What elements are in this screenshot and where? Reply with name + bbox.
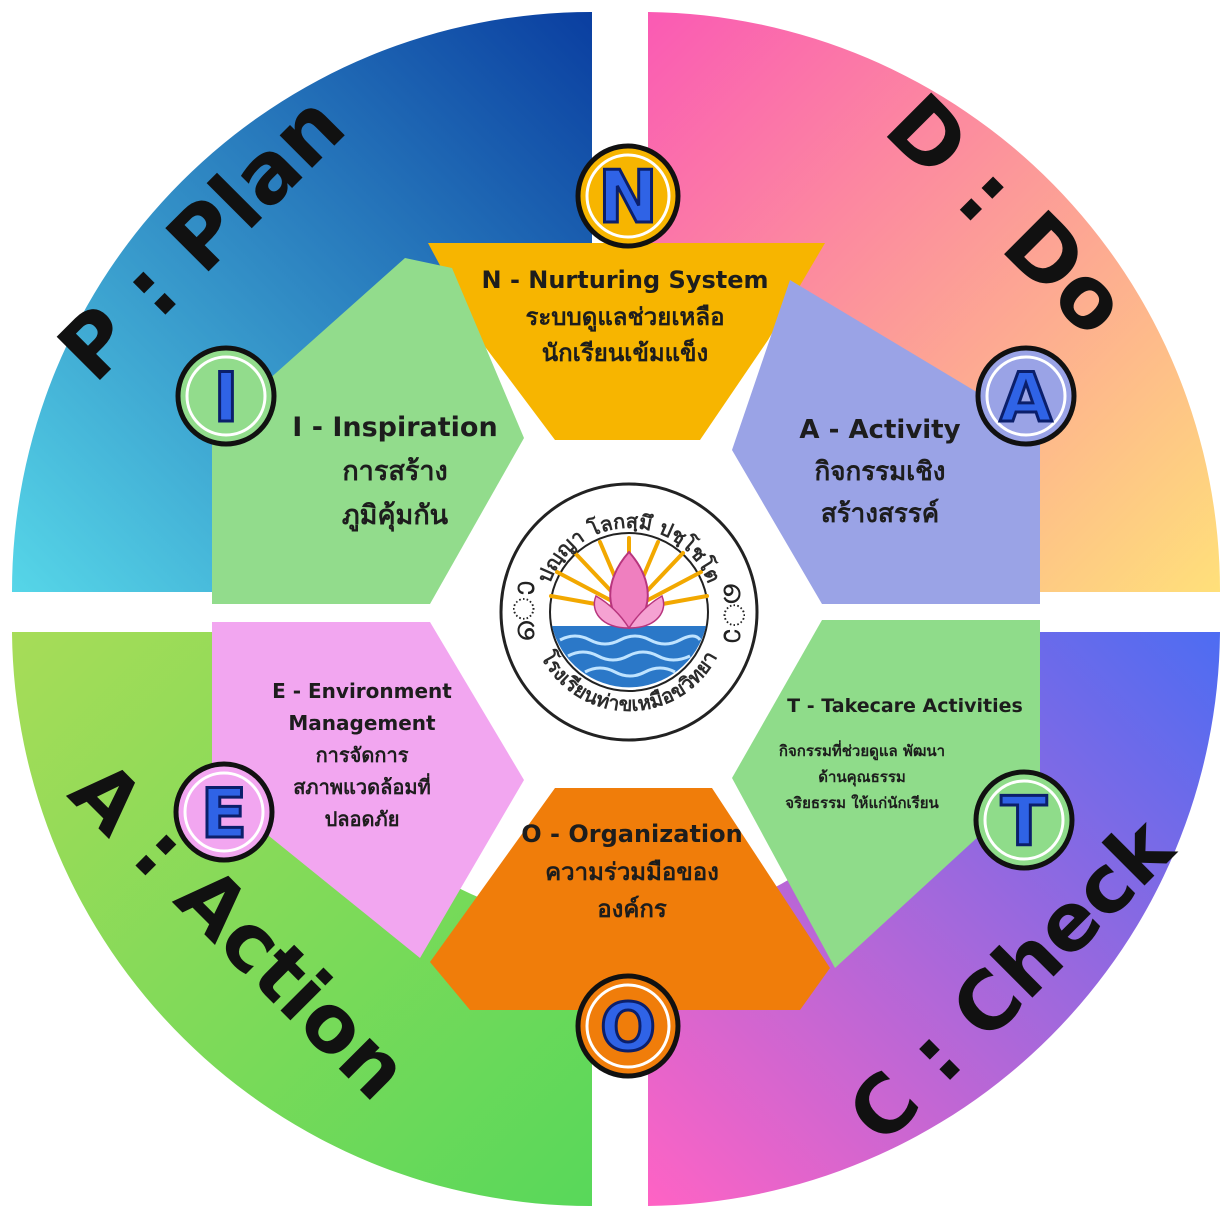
badge-e: E (173, 761, 275, 863)
segment-i-line1: การสร้าง (342, 456, 447, 487)
segment-a-title: A - Activity (799, 415, 960, 445)
segment-n-line1: ระบบดูแลช่วยเหลือ (526, 303, 725, 332)
badge-a-letter: A (1000, 359, 1053, 438)
segment-t-line2: ด้านคุณธรรม (818, 768, 906, 787)
segment-o (430, 788, 830, 1010)
quadrant-do (648, 12, 1220, 592)
badge-n-letter: N (598, 155, 658, 239)
badge-i-letter: I (213, 359, 238, 438)
segment-t-line1: กิจกรรมที่ช่วยดูแล พัฒนา (779, 740, 945, 761)
segment-e-line1: การจัดการ (316, 743, 409, 767)
segment-t (732, 620, 1040, 968)
quadrant-plan (11, 11, 592, 592)
segment-a-line1: กิจกรรมเชิง (814, 457, 945, 487)
segment-e-line3: ปลอดภัย (325, 807, 400, 831)
segment-e-title2: Management (288, 711, 436, 735)
segment-e (212, 622, 524, 958)
segment-e-title: E - Environment (272, 679, 452, 703)
badge-t-letter: T (1001, 783, 1048, 862)
segment-t-title: T - Takecare Activities (787, 695, 1023, 717)
svg-text:ൊ: ൊ (507, 581, 542, 642)
badge-o-letter: O (600, 989, 656, 1066)
segment-i-line2: ภูมิคุ้มกัน (342, 500, 449, 532)
segment-e-line2: สภาพแวดล้อมที่ (293, 772, 431, 799)
badge-t: T (973, 769, 1075, 871)
segment-a-line2: สร้างสรรค์ (821, 498, 939, 529)
badge-n: N (575, 143, 681, 249)
segment-n-line2: นักเรียนเข้มแข็ง (542, 338, 709, 367)
quadrant-check (648, 632, 1220, 1206)
badge-i: I (175, 345, 277, 447)
segment-i-title: I - Inspiration (292, 412, 497, 443)
badge-a: A (975, 345, 1077, 447)
segment-o-line2: องค์กร (597, 895, 667, 923)
badge-e-letter: E (201, 775, 247, 854)
school-logo: ൊ ൊ ปญฺญา โลกสฺมึ ปชฺโชโต โรงเรียนท่าขเห… (499, 482, 759, 742)
segment-n (428, 243, 825, 440)
segment-n-title: N - Nurturing System (482, 266, 769, 294)
segment-a (732, 280, 1040, 604)
segment-o-title: O - Organization (521, 820, 742, 848)
segment-t-line3: จริยธรรม ให้แก่นักเรียน (785, 794, 939, 812)
segment-o-line1: ความร่วมมือของ (545, 858, 719, 886)
segment-i (212, 258, 524, 604)
badge-o: O (575, 973, 681, 1079)
svg-text:ൊ: ൊ (716, 582, 751, 643)
quadrant-action (12, 632, 592, 1206)
